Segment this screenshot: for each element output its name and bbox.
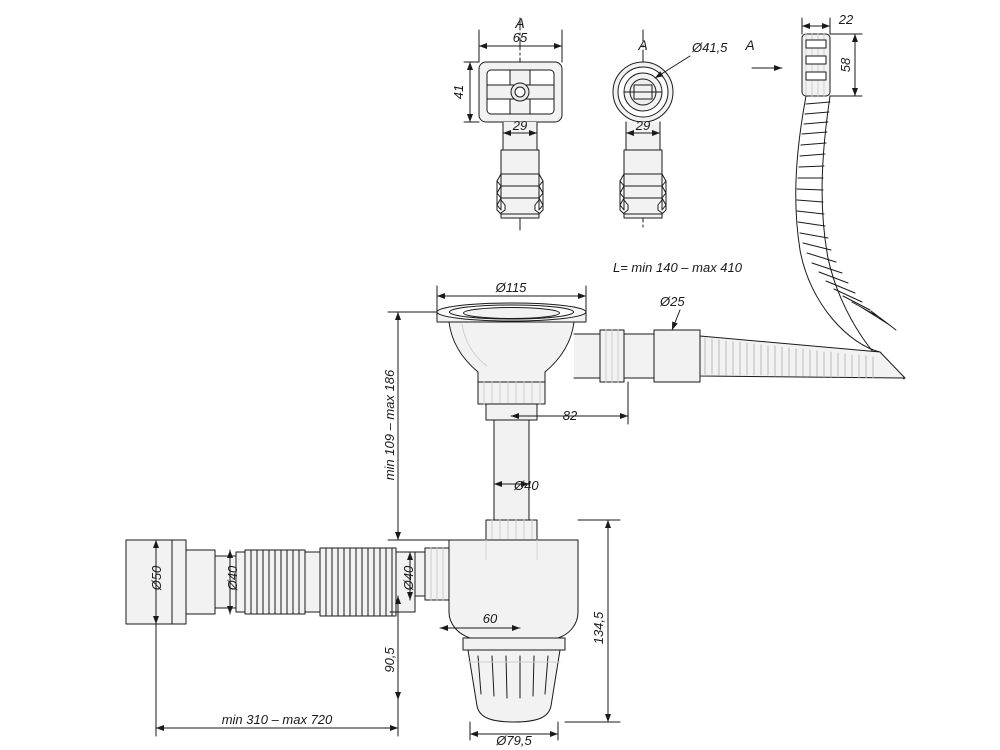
label-cap-width: 22 xyxy=(838,12,854,27)
overflow-cover-rect-view xyxy=(463,17,563,231)
label-hose-length: L= min 140 – max 410 xyxy=(613,260,743,275)
label-bowl-diam: Ø79,5 xyxy=(495,733,532,748)
sink-strainer-assembly xyxy=(414,285,655,741)
label-round-diam: Ø41,5 xyxy=(691,40,728,55)
label-tube-diam-40: Ø40 xyxy=(513,478,539,493)
global-dimension-lines xyxy=(155,311,629,737)
label-hose-port-diam: Ø25 xyxy=(659,294,685,309)
label-drop-height: 90,5 xyxy=(382,647,397,673)
flexible-overflow-hose xyxy=(653,17,906,383)
label-overflow-nipple: 29 xyxy=(512,118,527,133)
label-offset-82: 82 xyxy=(563,408,578,423)
overflow-cover-round-view xyxy=(612,29,691,231)
label-offset-60: 60 xyxy=(483,611,498,626)
label-outlet-diam-50: Ø50 xyxy=(149,565,164,591)
label-total-length: min 310 – max 720 xyxy=(222,712,333,727)
label-overflow-height: 41 xyxy=(451,85,466,99)
label-cap-height: 58 xyxy=(838,57,853,72)
label-view-a-left: A xyxy=(514,15,524,31)
label-strainer-diam: Ø115 xyxy=(495,280,528,295)
outlet-pipe-assembly xyxy=(125,539,416,625)
label-round-nipple: 29 xyxy=(635,118,650,133)
dimension-labels: A 65 41 29 A Ø41,5 29 A 22 58 L= min 140… xyxy=(149,12,854,748)
label-height-range: min 109 – max 186 xyxy=(382,369,397,480)
label-bowl-height: 134,5 xyxy=(591,611,606,644)
label-outlet-diam-40: Ø40 xyxy=(225,565,240,591)
label-inlet-diam-40: Ø40 xyxy=(401,565,416,591)
label-overflow-width: 65 xyxy=(513,30,528,45)
label-view-a-mid: A xyxy=(637,37,647,53)
label-view-a-right: A xyxy=(744,37,754,53)
